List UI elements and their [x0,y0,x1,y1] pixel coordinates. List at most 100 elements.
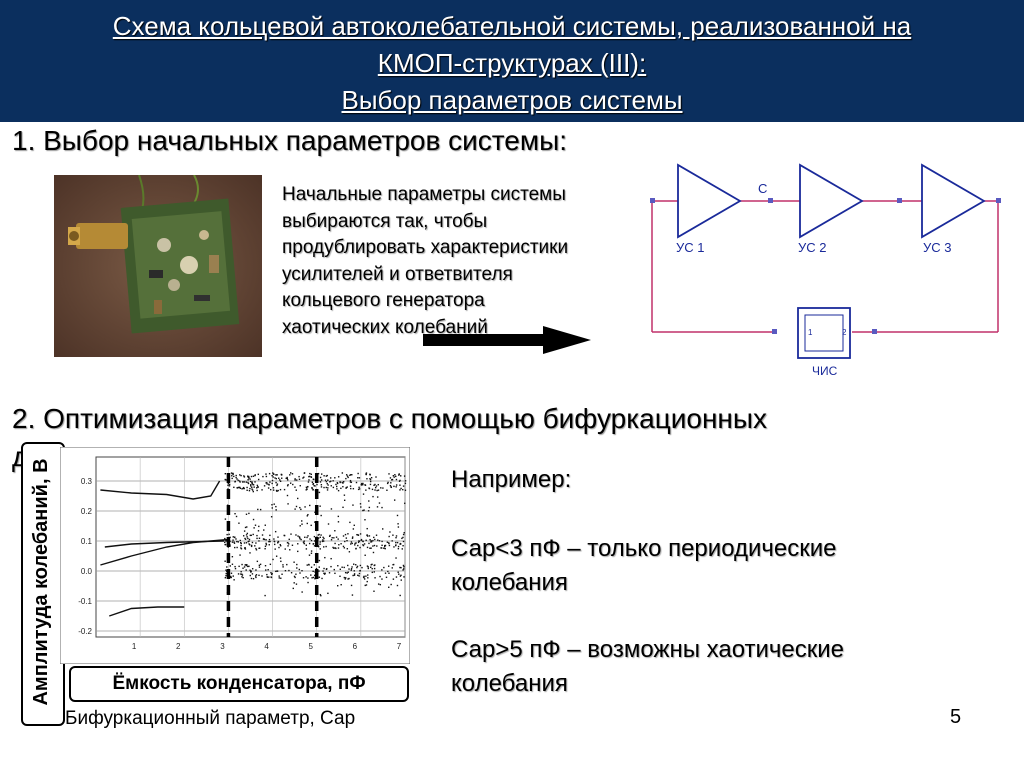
chaos-point [255,576,257,579]
chaos-point [247,475,249,477]
chaos-point [393,546,395,548]
chaos-point [323,572,325,575]
chaos-point [256,489,258,492]
chaos-point [247,482,250,485]
chaos-point [247,479,249,481]
chaos-point [277,541,280,543]
chaos-point [235,476,237,479]
chaos-point [388,572,390,574]
chaos-point [362,544,364,546]
chaos-point [286,476,288,479]
chaos-point [358,488,361,490]
chaos-point [263,485,266,487]
chaos-point [358,477,361,479]
chaos-point [395,478,398,481]
chaos-point [232,472,234,475]
example-case2-line1: Сар>5 пФ – возможны хаотические [451,636,845,663]
chaos-point [251,483,254,485]
y-tick-label: 0.1 [81,537,93,546]
chaos-point [307,481,310,483]
chaos-point [370,566,372,568]
chaos-point [246,564,248,566]
chaos-point [244,547,246,549]
chaos-point [356,566,358,569]
chaos-point [373,564,375,567]
chaos-point [297,543,299,545]
chaos-point [241,481,244,483]
chaos-point [288,543,290,545]
chaos-point [245,542,248,544]
chaos-point [362,509,364,512]
chaos-point [314,574,316,577]
chaos-point [393,476,395,478]
chaos-point [305,544,307,546]
chaos-point [224,577,227,579]
chaos-point [334,542,336,545]
chaos-point [266,573,268,576]
chaos-point [242,486,245,489]
chaos-point [269,534,271,537]
chaos-point [339,568,341,570]
chaos-point [250,485,252,487]
chaos-point [257,478,260,481]
chaos-point [374,577,376,579]
chaos-point [317,537,320,539]
chaos-point [395,475,397,478]
chaos-point [359,503,362,505]
chaos-point [399,566,401,569]
chaos-point [247,537,249,540]
chaos-point [224,478,226,481]
chaos-point [274,548,276,550]
chaos-point [235,474,237,477]
chaos-point [245,569,247,571]
chaos-point [349,479,352,482]
chaos-point [249,487,251,490]
section1-description: Начальные параметры системы выбираются т… [282,182,632,341]
chaos-point [362,482,364,485]
chaos-point [271,504,273,506]
chaos-point [275,477,277,480]
chaos-point [325,475,328,477]
chaos-point [349,474,351,476]
chaos-point [323,573,326,575]
chaos-point [286,563,288,566]
slide-title: Схема кольцевой автоколебательной систем… [0,8,1024,119]
chaos-point [234,480,236,483]
chaos-point [375,476,377,478]
chaos-point [265,544,268,546]
chaos-point [355,481,358,484]
chaos-point [398,573,400,575]
chaos-point [224,560,226,562]
chaos-point [327,487,329,489]
chaos-point [402,488,404,491]
chaos-point [383,547,385,549]
chaos-point [320,484,323,486]
chaos-point [350,569,352,571]
chaos-point [385,576,388,579]
chaos-point [402,540,405,543]
chaos-point [375,485,378,487]
chaos-point [404,480,407,482]
x-tick-label: 2 [176,642,181,651]
title-line-1: Схема кольцевой автоколебательной систем… [112,11,912,41]
chaos-point [277,536,279,538]
y-axis-label: Амплитуда колебаний, В [30,458,52,706]
chaos-point [349,481,352,483]
chaos-point [228,485,231,487]
chaos-point [388,544,391,547]
title-line-3: Выбор параметров системы [341,85,683,115]
chaos-point [308,542,311,545]
chaos-point [252,533,254,536]
chaos-point [393,499,396,501]
chaos-point [308,475,311,478]
chaos-point [372,545,374,547]
chaos-point [233,536,236,539]
x-tick-label: 7 [397,642,402,651]
chaos-point [325,486,327,489]
chaos-point [397,545,400,548]
chaos-point [302,577,305,579]
chaos-point [265,473,267,475]
chaos-point [343,481,345,483]
chaos-point [308,564,310,566]
